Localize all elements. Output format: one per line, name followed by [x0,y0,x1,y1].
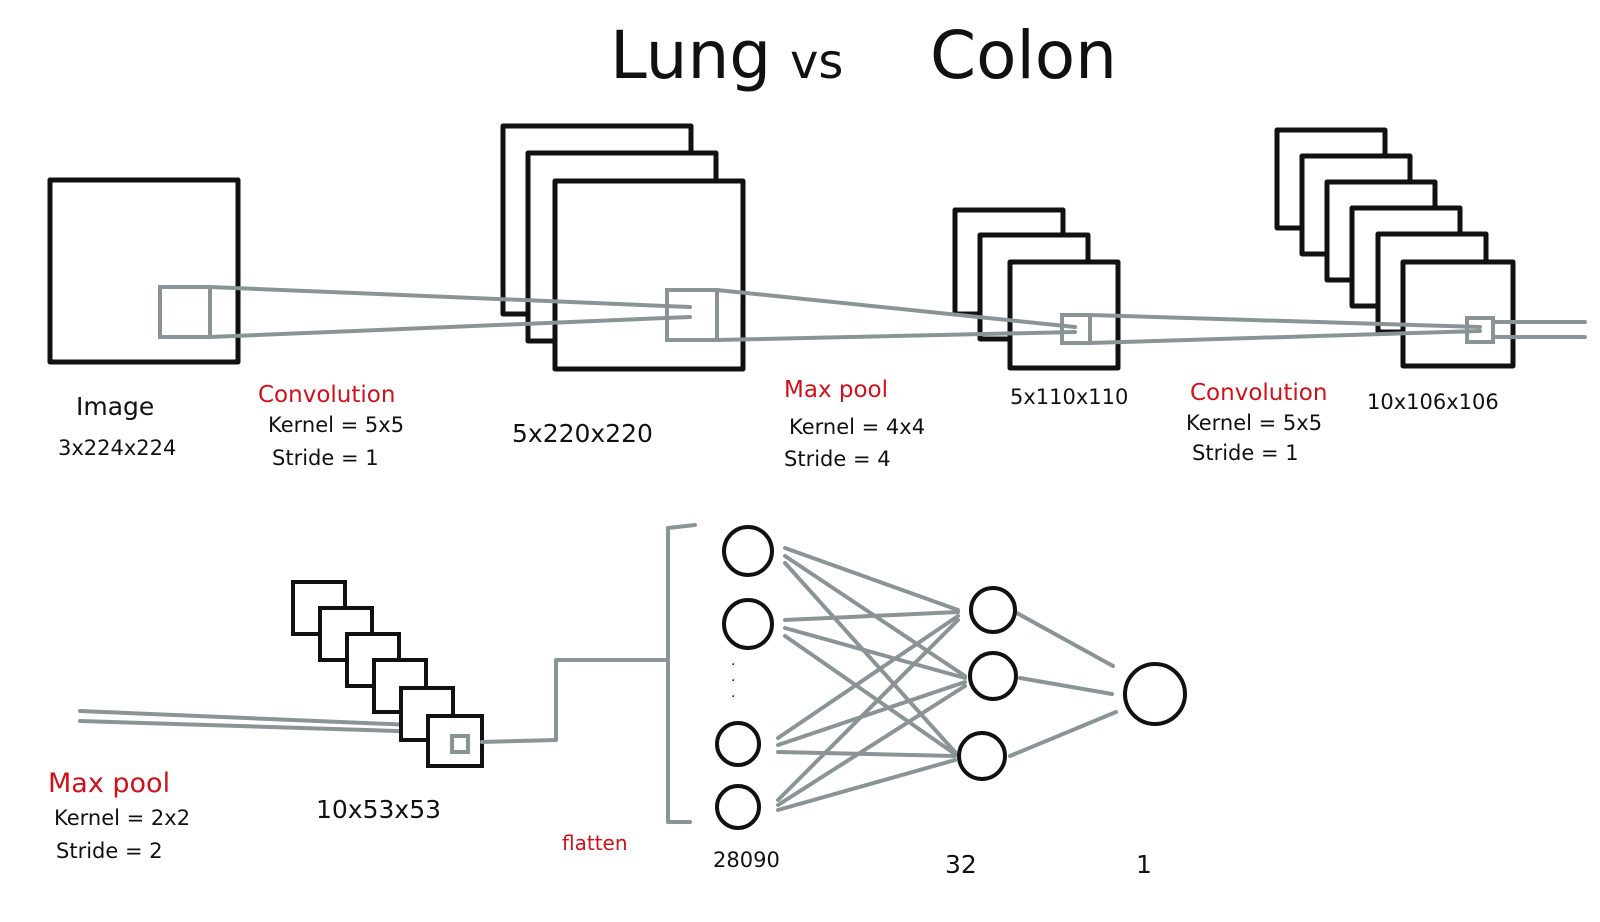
output-layer-size: 1 [1136,850,1152,879]
hidden-neuron-2 [968,651,1018,701]
pool1-stride: Stride = 4 [784,447,891,471]
conv2-kernel: Kernel = 5x5 [1186,411,1322,435]
conv1-stride: Stride = 1 [272,446,379,470]
pool2-kernel-box [450,734,470,754]
image-label: Image [76,392,154,421]
row2-wire-bottom [78,719,462,735]
feature-map-stack-2 [952,207,1121,371]
title-vs: vs [790,34,843,90]
conv2-stride: Stride = 1 [1192,441,1299,465]
input-ellipsis-3: · [731,689,735,705]
feature-map-stack-1 [500,123,746,372]
title-lung: Lung [610,17,771,94]
conv1-label: Convolution [258,382,395,408]
hidden-neuron-3 [957,731,1007,781]
pool1-label: Max pool [784,377,888,403]
flatten-bracket [480,523,697,824]
title-colon: Colon [930,17,1117,94]
input-ellipsis-1: · [731,657,735,673]
input-neuron-2 [722,598,774,650]
conv2-label: Convolution [1190,380,1327,406]
image-dims: 3x224x224 [58,436,176,460]
fm3-dims: 10x106x106 [1367,390,1499,414]
conv1-kernel: Kernel = 5x5 [268,413,404,437]
input-layer-size: 28090 [713,848,780,872]
fm1-dims: 5x220x220 [512,419,653,448]
pool2-stride: Stride = 2 [56,839,163,863]
fm2-dims: 5x110x110 [1010,385,1128,409]
input-neuron-1 [722,525,774,577]
pool1-kernel: Kernel = 4x4 [789,415,925,439]
network-connections [776,546,1118,812]
input-neuron-3 [715,721,761,767]
output-neuron [1123,662,1187,726]
row2-wire-top [78,709,462,729]
input-ellipsis-2: · [731,673,735,689]
hidden-neuron-1 [969,586,1017,634]
row1-wires [158,285,1587,345]
feature-map-stack-3 [1274,127,1516,369]
input-image-square [47,177,241,365]
flatten-label: flatten [562,831,628,855]
hidden-layer-size: 32 [945,850,977,879]
pool2-kernel: Kernel = 2x2 [54,806,190,830]
pool2-label: Max pool [48,768,170,799]
fm4-dims: 10x53x53 [316,795,441,824]
input-neuron-4 [715,784,761,830]
feature-map-stack-4 [291,580,484,768]
